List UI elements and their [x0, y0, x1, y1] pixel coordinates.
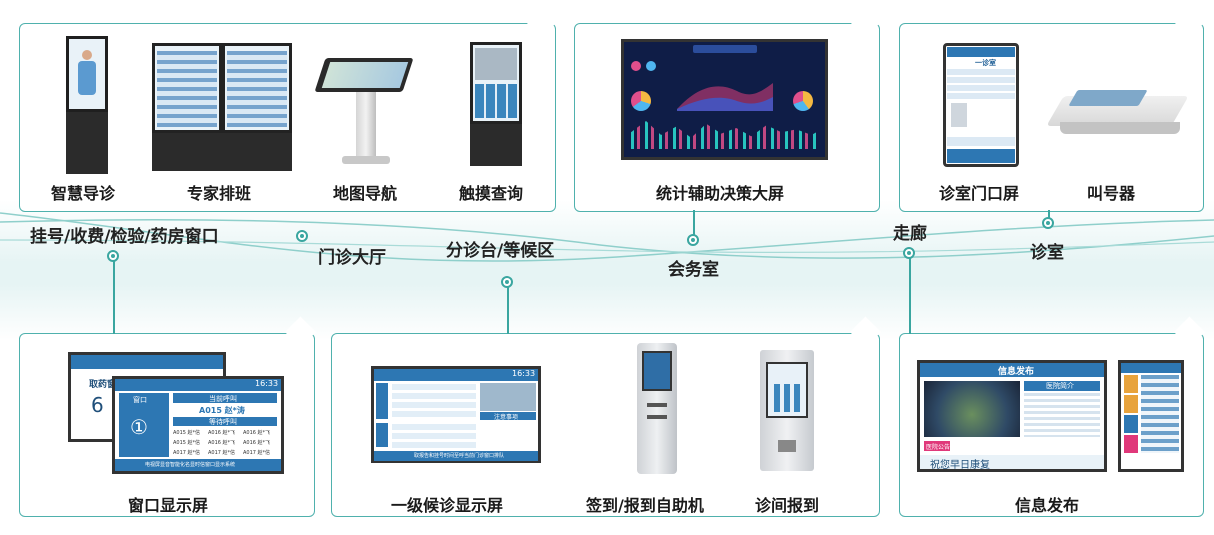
window-b-number: ①: [130, 415, 148, 439]
node-lobby: [296, 230, 308, 242]
connector-window: [113, 256, 115, 334]
schedule-device: [152, 43, 292, 171]
map-nav-device: [314, 58, 414, 168]
label-schedule: 专家排班: [187, 184, 252, 203]
door-screen-device: 一诊室: [943, 43, 1019, 167]
waiting-row: A017 赵*信: [208, 450, 236, 456]
window-time: 16:33: [255, 379, 279, 388]
room-checkin-device: [760, 350, 814, 471]
area-corridor: 走廊: [893, 224, 927, 244]
window-waiting-call: 等待呼叫: [209, 418, 237, 426]
waiting-footer: 取报告和挂号时间至呼当前门诊窗口排队: [414, 453, 505, 459]
waiting-row: A017 赵*信: [243, 450, 271, 456]
info-release-device: 信息发布 医院简介 医院公告 祝您早日康复: [917, 360, 1107, 472]
window-screen-device: 取药窗口 6 16:33 窗口 ① 当前呼叫 A015 赵*涛 等待呼叫 A01…: [68, 352, 284, 477]
area-lobby: 门诊大厅: [318, 248, 386, 268]
waiting-row: A016 赵*飞: [208, 440, 236, 446]
flow-band: [0, 200, 1214, 340]
label-waiting-screen: 一级候诊显示屏: [391, 496, 504, 515]
statistics-big-screen: [621, 39, 828, 160]
window-b-label: 窗口: [133, 396, 147, 404]
self-service-kiosk: [637, 343, 677, 474]
info-wish: 祝您早日康复: [930, 460, 990, 471]
window-a-title: 取药窗口: [89, 380, 126, 390]
label-caller: 叫号器: [1087, 184, 1136, 203]
label-kiosk: 签到/报到自助机: [586, 496, 704, 515]
waiting-notice: 注意事项: [494, 414, 519, 421]
waiting-row: A015 赵*信: [173, 440, 201, 446]
area-triage: 分诊台/等候区: [446, 241, 555, 261]
caller-device: [1046, 78, 1189, 138]
window-current-call: 当前呼叫: [209, 395, 237, 403]
label-door-screen: 诊室门口屏: [939, 184, 1020, 203]
connector-corridor: [909, 253, 911, 334]
area-clinic: 诊室: [1030, 243, 1064, 263]
info-title: 信息发布: [998, 367, 1035, 377]
waiting-row: A016 赵*飞: [243, 440, 271, 446]
waiting-row: A016 赵*飞: [208, 430, 236, 436]
waiting-row: A016 赵*飞: [243, 430, 271, 436]
label-big-screen: 统计辅助决策大屏: [656, 184, 785, 203]
touch-query-device: [470, 42, 522, 166]
label-touch-query: 触摸查询: [459, 184, 524, 203]
label-map-nav: 地图导航: [333, 184, 398, 203]
connector-meeting: [693, 210, 695, 240]
node-registration: [107, 250, 119, 262]
node-corridor: [903, 247, 915, 259]
connector-triage: [507, 282, 509, 334]
label-window-screen: 窗口显示屏: [128, 496, 209, 515]
node-meeting: [687, 234, 699, 246]
window-footer: 电视屏显音智能化名显时信窗口显示系统: [145, 462, 236, 468]
node-triage: [501, 276, 513, 288]
waiting-row: A015 赵*信: [173, 430, 201, 436]
waiting-screen-device: 16:33 注意事项 取报告和挂号时间至呼当前门诊窗口排队: [371, 366, 541, 463]
connector-clinic: [1048, 210, 1050, 223]
info-release-vertical-device: [1118, 360, 1184, 472]
waiting-row: A017 赵*信: [173, 450, 201, 456]
label-room-checkin: 诊间报到: [755, 496, 820, 515]
door-room-title: 一诊室: [975, 59, 996, 67]
window-a-number: 6: [91, 393, 104, 417]
node-clinic: [1042, 217, 1054, 229]
area-meeting: 会务室: [668, 260, 719, 280]
announce-label: 医院公告: [926, 444, 951, 451]
label-info-release: 信息发布: [1015, 496, 1080, 515]
waiting-time: 16:33: [512, 369, 536, 378]
window-current-number: A015 赵*涛: [199, 406, 245, 415]
label-guide: 智慧导诊: [51, 184, 116, 203]
hospital-intro: 医院简介: [1046, 382, 1074, 390]
smart-guide-device: [63, 36, 111, 174]
area-registration: 挂号/收费/检验/药房窗口: [30, 227, 219, 247]
